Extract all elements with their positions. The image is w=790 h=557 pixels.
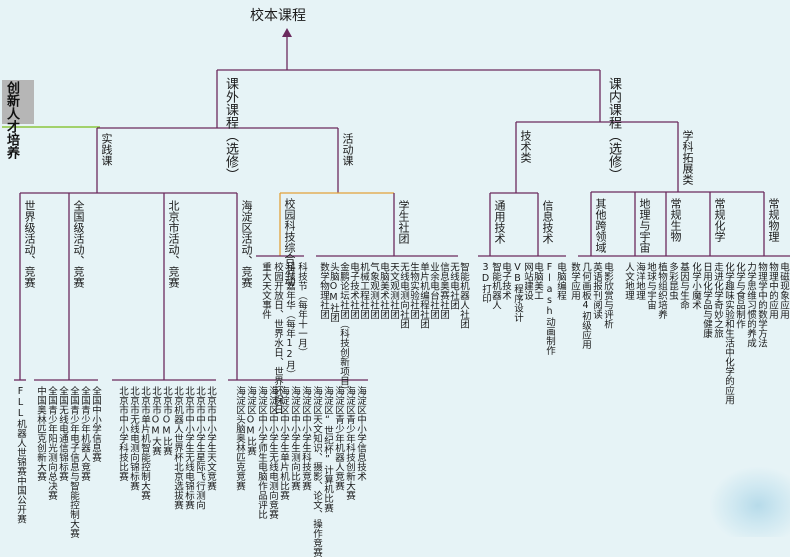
leaf-haidian-0: 海淀区中小学信息技术 bbox=[355, 386, 366, 481]
leaf-chem-2: 走进化学奇妙之旅 bbox=[712, 262, 723, 338]
leaf-phys-1: 物理学中的数学方法 bbox=[756, 262, 767, 348]
leaf-beijing-6: 北京市单片机智能控制大赛 bbox=[139, 386, 150, 500]
group-school-tech: 校园科技综合活动 bbox=[283, 198, 296, 286]
leaf-club-0: 数学物理社团 bbox=[318, 262, 329, 319]
leaf-beijing-1: 北京市中小学生星际飞行测向 bbox=[194, 386, 205, 510]
group-beijing: 北京市活动、竞赛 bbox=[167, 200, 180, 288]
leaf-club-4: 机械工程社团 bbox=[358, 262, 369, 319]
group-general: 通用技术 bbox=[493, 200, 506, 244]
root-title: 校本课程 bbox=[250, 8, 306, 24]
leaf-school-tech-3: 重大天文事件 bbox=[260, 262, 271, 319]
leaf-beijing-3: 北京机器人世界杯北京选拔赛 bbox=[172, 386, 183, 510]
leaf-phys-2: 物理中的应用 bbox=[767, 262, 778, 319]
leaf-cross-0: 几何画板4初级应用 bbox=[580, 262, 591, 349]
leaf-info-1: 网站建设 bbox=[522, 262, 533, 300]
leaf-haidian-1: 海淀区青少年科技创新大赛 bbox=[344, 386, 355, 500]
group-geo: 地理与宇宙 bbox=[638, 198, 651, 253]
leaf-national-5: 中国奥林匹克创新大赛 bbox=[35, 386, 46, 481]
leaf-club-6: 电脑美术社团 bbox=[378, 262, 389, 319]
leaf-national-0: 全国中小学信息赛 bbox=[90, 386, 101, 462]
leaf-haidian-11: 海淀区头脑奥林匹克竞赛 bbox=[234, 386, 245, 491]
left-badge: 创新人才培养 bbox=[4, 81, 19, 159]
leaf-club-7: 天文观测社团 bbox=[388, 262, 399, 319]
leaf-chem-3: 化学趣味实验和生活中化学的应用 bbox=[723, 262, 734, 405]
group-phys: 常规物理 bbox=[767, 198, 780, 242]
leaf-beijing-7: 北京市无线电测向锦标赛 bbox=[128, 386, 139, 491]
branch-subject: 学科拓展类 bbox=[681, 130, 694, 185]
leaf-geo-2: 地球与宇宙 bbox=[645, 262, 656, 310]
leaf-beijing-2: 北京市中小学生无线电锦标赛 bbox=[183, 386, 194, 510]
leaf-bio-2: 基因与生命 bbox=[678, 262, 689, 310]
leaf-info-2: 电脑美工 bbox=[532, 262, 543, 300]
leaf-national-4: 全国青少年阳光测向总决赛 bbox=[46, 386, 57, 500]
badge-background bbox=[2, 80, 34, 124]
leaf-haidian-5: 海淀区中小学生科技竞赛 bbox=[300, 386, 311, 491]
group-chem: 常规化学 bbox=[713, 198, 726, 242]
branch-activity: 活动课 bbox=[341, 133, 354, 166]
tree-connectors bbox=[2, 28, 790, 381]
leaf-club-9: 生物实验社团 bbox=[408, 262, 419, 319]
leaf-cross-1: 英语报刊阅读 bbox=[591, 262, 602, 319]
root-arrowhead bbox=[282, 28, 292, 37]
group-cross: 其他跨领域 bbox=[594, 198, 607, 253]
leaf-chem-0: 化学小魔术 bbox=[690, 262, 701, 310]
leaf-school-tech-2: 校园开放日、世界水日、世界环保日 bbox=[272, 262, 283, 414]
branch-extra: 课外课程（选修） bbox=[223, 77, 238, 181]
leaf-cross-3: 数学应用 bbox=[569, 262, 580, 300]
leaf-cross-2: 电影欣赏与评析 bbox=[602, 262, 613, 329]
leaf-club-3: 电子技术社团 bbox=[348, 262, 359, 319]
leaf-club-11: 业余电台社团 bbox=[428, 262, 439, 319]
leaf-world-0: FLL机器人世锦赛中国公开赛 bbox=[15, 386, 26, 524]
leaf-haidian-10: 海淀区OM比赛 bbox=[245, 386, 256, 456]
leaf-national-3: 全国无线电通信锦标赛 bbox=[57, 386, 68, 481]
leaf-club-12: 信息奥赛社团 bbox=[438, 262, 449, 319]
leaf-club-13: 无线电社团 bbox=[448, 262, 459, 310]
branch-intra: 课内课程（选修） bbox=[606, 77, 621, 181]
decorative-splash bbox=[710, 467, 790, 537]
leaf-chem-1: 日用化学品与健康 bbox=[701, 262, 712, 338]
leaf-beijing-4: 北京市OM比赛 bbox=[161, 386, 172, 456]
leaf-national-2: 全国青少年电子信息与智能控制大赛 bbox=[68, 386, 79, 538]
leaf-haidian-6: 海淀区中小学生测向比赛 bbox=[289, 386, 300, 491]
group-haidian: 海淀区活动、竞赛 bbox=[240, 200, 253, 288]
leaf-geo-0: 人文地理 bbox=[623, 262, 634, 300]
leaf-club-10: 单片机编程社团 bbox=[418, 262, 429, 329]
leaf-geo-1: 海洋地理 bbox=[634, 262, 645, 300]
leaf-phys-3: 电磁现象应用 bbox=[778, 262, 789, 319]
leaf-bio-0: 植物组织培养 bbox=[656, 262, 667, 319]
leaf-bio-1: 多彩昆虫 bbox=[667, 262, 678, 300]
leaf-beijing-5: 北京市OM大赛 bbox=[150, 386, 161, 456]
leaf-club-8: 无线电测向社团 bbox=[398, 262, 409, 329]
leaf-club-14: 智能机器人社团 bbox=[458, 262, 469, 329]
leaf-school-tech-0: 科技节（每年十一月） bbox=[296, 262, 307, 357]
leaf-haidian-9: 海淀区中小学师生电脑作品评比 bbox=[256, 386, 267, 519]
branch-practice: 实践课 bbox=[100, 133, 113, 166]
leaf-national-1: 全国青少年机器人竞赛 bbox=[79, 386, 90, 481]
leaf-phys-0: 力学思维习惯的养成 bbox=[745, 262, 756, 348]
leaf-club-5: 气象观测社团 bbox=[368, 262, 379, 319]
leaf-info-4: 电脑编程 bbox=[555, 262, 566, 300]
leaf-club-1: 头脑OM社团 bbox=[328, 262, 339, 322]
leaf-info-3: Flash动画制作 bbox=[544, 262, 555, 355]
group-bio: 常规生物 bbox=[669, 198, 682, 242]
leaf-beijing-8: 北京市中小学科技比赛 bbox=[117, 386, 128, 481]
leaf-general-0: 电子技术 bbox=[500, 262, 511, 300]
leaf-club-2: 金鹏论坛社团（科技创新项目） bbox=[338, 262, 349, 395]
branch-tech: 技术类 bbox=[519, 130, 532, 163]
leaf-haidian-8: 海淀区中小学生无线电测向竞赛 bbox=[267, 386, 278, 519]
leaf-haidian-2: 海淀区青少年机器人竞赛 bbox=[333, 386, 344, 491]
leaf-chem-4: 化学与食品制作 bbox=[734, 262, 745, 329]
group-clubs: 学生社团 bbox=[397, 200, 410, 244]
leaf-haidian-3: 海淀区“世纪杯”计算机比赛 bbox=[322, 386, 333, 513]
group-world: 世界级活动、竞赛 bbox=[23, 200, 36, 288]
leaf-haidian-4: 海淀区天文知识、摄影、论文、操作竞赛 bbox=[311, 386, 322, 557]
group-info: 信息技术 bbox=[541, 200, 554, 244]
group-national: 全国级活动、竞赛 bbox=[72, 200, 85, 288]
leaf-general-2: 3D打印 bbox=[480, 262, 491, 303]
leaf-info-0: VB程序设计 bbox=[512, 262, 523, 322]
leaf-beijing-0: 北京市中小学生天文竞赛 bbox=[205, 386, 216, 491]
leaf-school-tech-1: 科技嘉年华（每年12月） bbox=[284, 262, 295, 379]
leaf-haidian-7: 海淀区中小学生单片机比赛 bbox=[278, 386, 289, 500]
leaf-general-1: 智能机器人 bbox=[490, 262, 501, 310]
